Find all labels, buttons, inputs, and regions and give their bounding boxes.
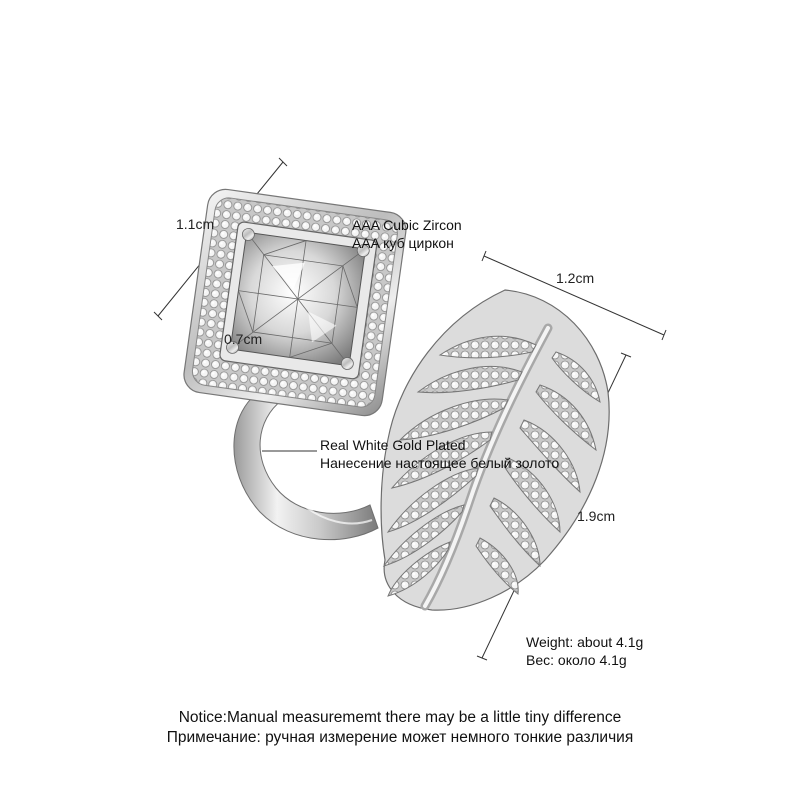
plating-callout-ru: Нанесение настоящее белый золото: [320, 455, 560, 471]
ring-band: [233, 389, 379, 541]
stone-callout-ru: AAA куб циркон: [352, 235, 454, 251]
notice-en: Notice:Manual measurememt there may be a…: [178, 709, 622, 726]
stone-callout-en: AAA Cubic Zircon: [352, 217, 462, 233]
leaf-feather: [380, 289, 610, 611]
weight-en: Weight: about 4.1g: [526, 634, 644, 650]
leaf-width-dimension: 1.2cm: [556, 270, 595, 286]
plating-callout-en: Real White Gold Plated: [320, 437, 466, 453]
weight-ru: Вес: около 4.1g: [526, 652, 627, 668]
stone-width-dimension: 0.7cm: [224, 331, 263, 347]
notice-ru: Примечание: ручная измерение может немно…: [166, 729, 634, 746]
stone-height-dimension: 1.1cm: [176, 216, 215, 232]
leaf-length-dimension: 1.9cm: [577, 508, 616, 524]
center-stone: [226, 228, 370, 370]
